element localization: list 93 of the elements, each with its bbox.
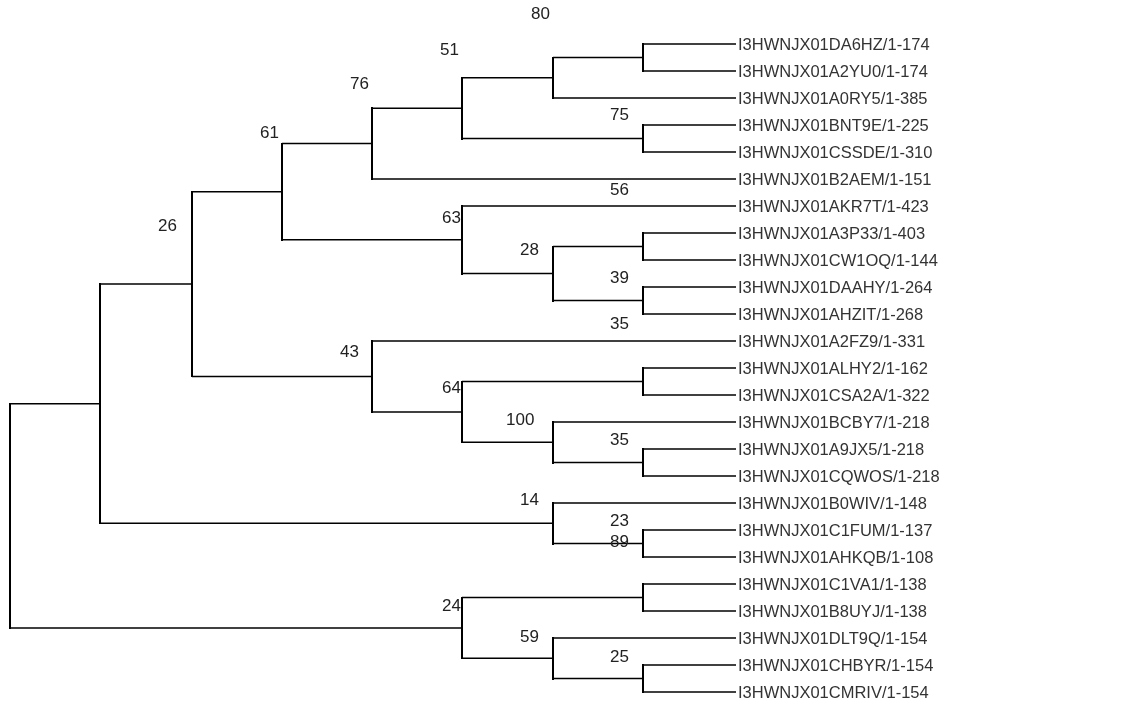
branch-line — [552, 677, 644, 680]
leaf-label: I3HWNJX01DA6HZ/1-174 — [738, 34, 930, 54]
branch-line — [642, 367, 737, 369]
branch-line — [552, 637, 737, 639]
branch-line — [642, 151, 737, 153]
bootstrap-value: 43 — [340, 342, 359, 362]
bootstrap-value: 23 — [610, 511, 629, 531]
leaf-label: I3HWNJX01B2AEM/1-151 — [738, 169, 932, 189]
branch-line — [552, 461, 644, 464]
bootstrap-value: 24 — [442, 596, 461, 616]
leaf-label: I3HWNJX01CMRIV/1-154 — [738, 682, 929, 702]
leaf-label: I3HWNJX01A0RY5/1-385 — [738, 88, 928, 108]
branch-line — [642, 664, 737, 666]
leaf-label: I3HWNJX01BNT9E/1-225 — [738, 115, 929, 135]
branch-line — [642, 394, 737, 396]
branch-line — [642, 691, 737, 693]
leaf-label: I3HWNJX01BCBY7/1-218 — [738, 412, 930, 432]
leaf-label: I3HWNJX01AKR7T/1-423 — [738, 196, 929, 216]
bootstrap-value: 35 — [610, 314, 629, 334]
branch-line — [371, 178, 737, 180]
branch-line — [9, 402, 101, 405]
bootstrap-value: 63 — [442, 208, 461, 228]
branch-line — [371, 107, 463, 109]
branch-line — [642, 43, 737, 45]
bootstrap-value: 51 — [440, 40, 459, 60]
leaf-label: I3HWNJX01CQWOS/1-218 — [738, 466, 940, 486]
branch-line — [642, 610, 737, 612]
branch-line — [99, 283, 193, 285]
bootstrap-value: 56 — [610, 180, 629, 200]
branch-line — [642, 70, 737, 72]
leaf-label: I3HWNJX01ALHY2/1-162 — [738, 358, 928, 378]
branch-line — [461, 272, 554, 275]
bootstrap-value: 25 — [610, 647, 629, 667]
branch-line — [461, 205, 737, 207]
branch-line — [642, 286, 737, 288]
branch-line — [642, 475, 737, 477]
branch-line — [461, 657, 554, 659]
leaf-label: I3HWNJX01B8UYJ/1-138 — [738, 601, 927, 621]
leaf-label: I3HWNJX01CSSDE/1-310 — [738, 142, 933, 162]
bootstrap-value: 26 — [158, 216, 177, 236]
leaf-label: I3HWNJX01A9JX5/1-218 — [738, 439, 925, 459]
branch-line — [371, 411, 463, 413]
branch-line — [461, 596, 644, 599]
bootstrap-value: 64 — [442, 378, 461, 398]
branch-line — [461, 441, 554, 443]
leaf-label: I3HWNJX01B0WIV/1-148 — [738, 493, 927, 513]
bootstrap-value: 35 — [610, 430, 629, 450]
branch-line — [552, 56, 644, 59]
leaf-label: I3HWNJX01AHKQB/1-108 — [738, 547, 934, 567]
branch-line — [642, 124, 737, 126]
bootstrap-value: 14 — [520, 490, 539, 510]
leaf-label: I3HWNJX01CW1OQ/1-144 — [738, 250, 938, 270]
bootstrap-value: 59 — [520, 627, 539, 647]
branch-line — [642, 259, 737, 261]
branch-line — [461, 137, 644, 140]
leaf-label: I3HWNJX01CHBYR/1-154 — [738, 655, 934, 675]
leaf-label: I3HWNJX01DAAHY/1-264 — [738, 277, 933, 297]
branch-line — [9, 627, 463, 629]
bootstrap-value: 39 — [610, 268, 629, 288]
leaf-label: I3HWNJX01AHZIT/1-268 — [738, 304, 924, 324]
branch-line — [552, 502, 737, 504]
branch-line — [642, 448, 737, 450]
branch-line — [281, 239, 463, 241]
branch-line — [461, 77, 554, 79]
branch-line — [99, 522, 554, 524]
leaf-label: I3HWNJX01DLT9Q/1-154 — [738, 628, 928, 648]
branch-line — [191, 190, 283, 193]
branch-line — [461, 380, 644, 383]
leaf-label: I3HWNJX01C1FUM/1-137 — [738, 520, 933, 540]
branch-line — [642, 556, 737, 558]
bootstrap-value: 61 — [260, 123, 279, 143]
leaf-label: I3HWNJX01CSA2A/1-322 — [738, 385, 930, 405]
leaf-label: I3HWNJX01A3P33/1-403 — [738, 223, 926, 243]
branch-line — [642, 529, 737, 531]
bootstrap-value: 80 — [531, 4, 550, 24]
branch-line — [552, 421, 737, 423]
leaf-label: I3HWNJX01C1VA1/1-138 — [738, 574, 927, 594]
branch-line — [642, 232, 737, 234]
bootstrap-value: 100 — [506, 410, 535, 430]
branch-line — [552, 97, 737, 99]
leaf-label: I3HWNJX01A2YU0/1-174 — [738, 61, 928, 81]
branch-line — [642, 583, 737, 585]
branch-line — [281, 142, 373, 145]
branch-line — [552, 299, 644, 302]
branch-line — [552, 245, 644, 248]
branch-line — [642, 313, 737, 315]
branch-line — [371, 340, 737, 342]
branch-line — [191, 375, 373, 378]
bootstrap-value: 75 — [610, 105, 629, 125]
branch-line — [552, 542, 644, 545]
leaf-label: I3HWNJX01A2FZ9/1-331 — [738, 331, 926, 351]
bootstrap-value: 28 — [520, 240, 539, 260]
bootstrap-value: 76 — [350, 74, 369, 94]
